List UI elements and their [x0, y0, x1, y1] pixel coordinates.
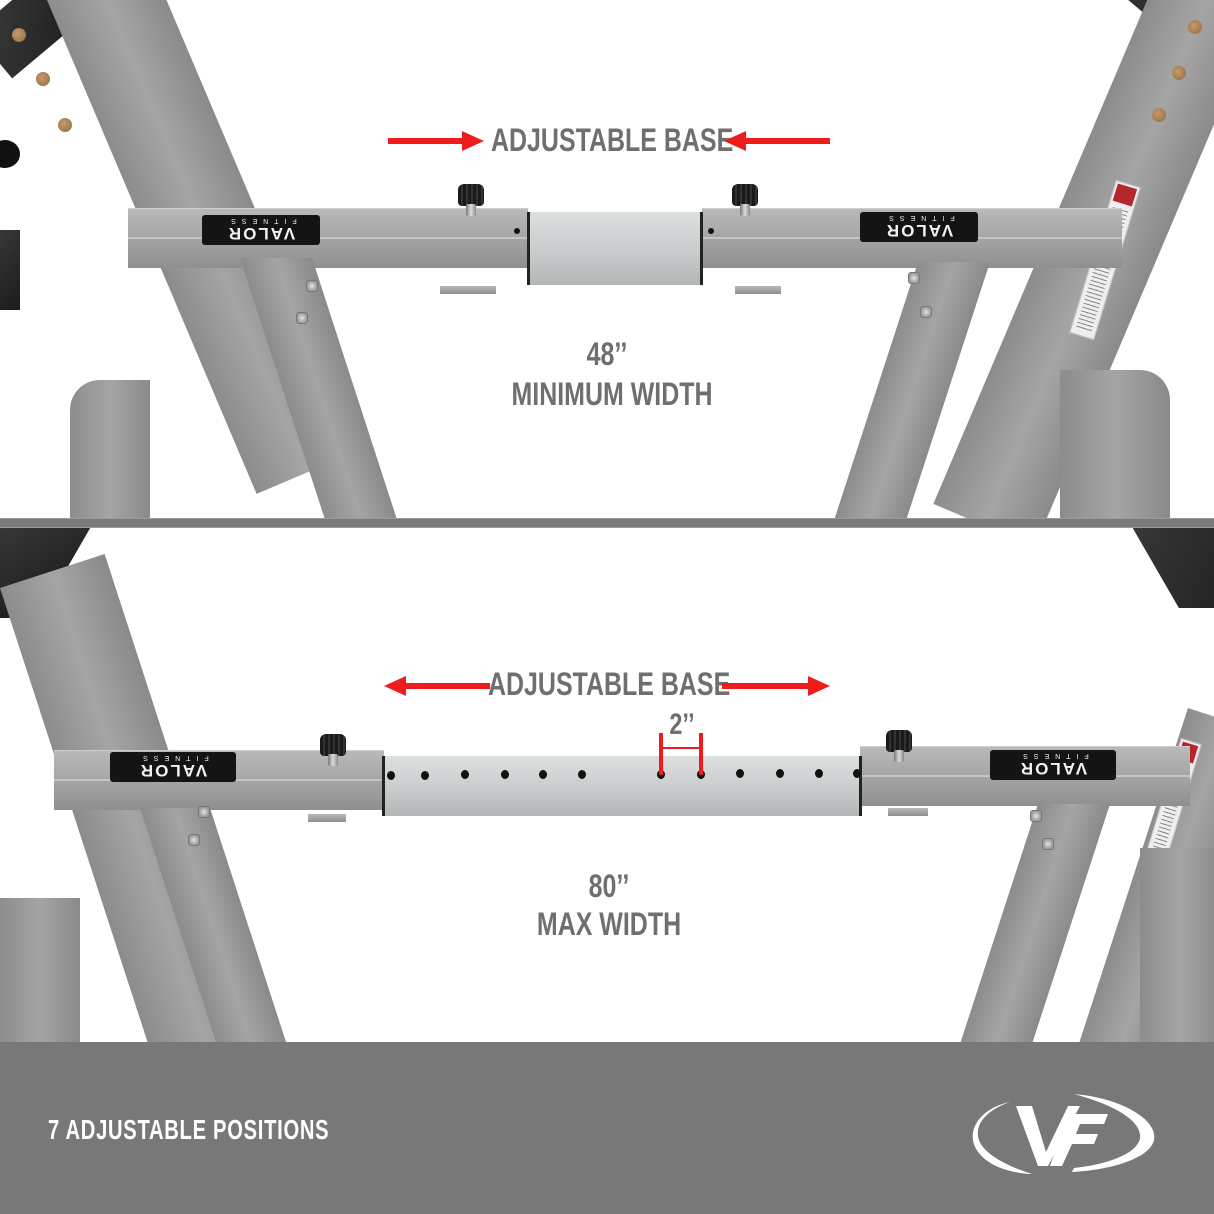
inner-slide-tube-extended [382, 756, 862, 816]
adjustment-hole [501, 770, 509, 779]
bracket-right [735, 286, 781, 294]
adjustment-hole [776, 769, 784, 778]
strut-bolt [920, 306, 932, 318]
right-foot-plate [1060, 370, 1170, 518]
right-upright-stud [1172, 66, 1186, 80]
minimum-width-value: 48’’ [586, 336, 628, 372]
adjustable-base-heading-top: ADJUSTABLE BASE [491, 122, 734, 158]
valor-badge-left: VALOR FITNESS [202, 215, 320, 245]
dimension-line-right [699, 733, 703, 775]
minimum-width-label: MINIMUM WIDTH [511, 376, 713, 412]
right-strut [960, 804, 1110, 1042]
strut-bolt [296, 312, 308, 324]
right-upright-stud [1188, 20, 1202, 34]
dimension-line-left [659, 733, 663, 775]
bracket-right [888, 808, 928, 816]
bottom-panel-max-width: VALOR FITNESS VALOR FITNESS ADJUSTABLE B… [0, 528, 1214, 1042]
valor-badge-left: VALOR FITNESS [110, 752, 236, 782]
base-beam-left [128, 208, 528, 268]
arrow-inward-left [388, 131, 484, 151]
locking-knob-left[interactable] [320, 734, 346, 766]
pin-hole [514, 228, 520, 234]
adjustment-hole [578, 770, 586, 779]
max-width-label: MAX WIDTH [536, 906, 682, 942]
arrow-inward-right [724, 131, 830, 151]
adjustment-hole [815, 769, 823, 778]
strut-bolt [306, 280, 318, 292]
locking-knob-left[interactable] [458, 184, 484, 216]
left-upright-stud [36, 72, 50, 86]
adjustable-base-heading-bottom: ADJUSTABLE BASE [488, 666, 731, 702]
strut-bolt [188, 834, 200, 846]
inner-slide-tube [527, 212, 703, 285]
right-upright-stud [1152, 108, 1166, 122]
vf-logo-icon [972, 1094, 1155, 1174]
adjustment-hole [853, 769, 861, 778]
locking-knob-right[interactable] [886, 730, 912, 762]
valor-badge-right: VALOR FITNESS [990, 750, 1116, 780]
top-panel-minimum-width: VALOR FITNESS VALOR FITNESS ADJUSTABLE B… [0, 0, 1214, 518]
arrow-outward-right [722, 676, 830, 696]
dimension-line-span [663, 747, 699, 749]
bracket-left [308, 814, 346, 822]
locking-knob-right[interactable] [732, 184, 758, 216]
left-upright-stud [58, 118, 72, 132]
max-width-value: 80’’ [588, 868, 630, 904]
vf-logo [962, 1092, 1158, 1176]
left-foot-plate [0, 898, 80, 1042]
arrow-outward-left [384, 676, 490, 696]
adjustment-hole [736, 769, 744, 778]
adjustment-hole [461, 770, 469, 779]
right-foot-plate [1140, 848, 1214, 1042]
left-upright-stud [12, 28, 26, 42]
adjustment-hole [539, 770, 547, 779]
strut-bolt [198, 806, 210, 818]
strut-bolt [1042, 838, 1054, 850]
valor-badge-right: VALOR FITNESS [860, 212, 978, 242]
left-foot-plate [70, 380, 150, 518]
strut-bolt [908, 272, 920, 284]
strut-bolt [1030, 810, 1042, 822]
pin-hole [708, 228, 714, 234]
left-lower-pad [0, 230, 20, 310]
adjustment-hole [387, 771, 395, 780]
panel-divider [0, 518, 1214, 528]
adjustment-hole [421, 771, 429, 780]
bracket-left [440, 286, 496, 294]
hole-spacing-label: 2’’ [669, 708, 695, 741]
footer-bar: 7 ADJUSTABLE POSITIONS [0, 1042, 1214, 1214]
left-upright-slot [0, 140, 20, 168]
adjustable-positions-caption: 7 ADJUSTABLE POSITIONS [48, 1114, 330, 1145]
right-pad [1121, 528, 1214, 608]
